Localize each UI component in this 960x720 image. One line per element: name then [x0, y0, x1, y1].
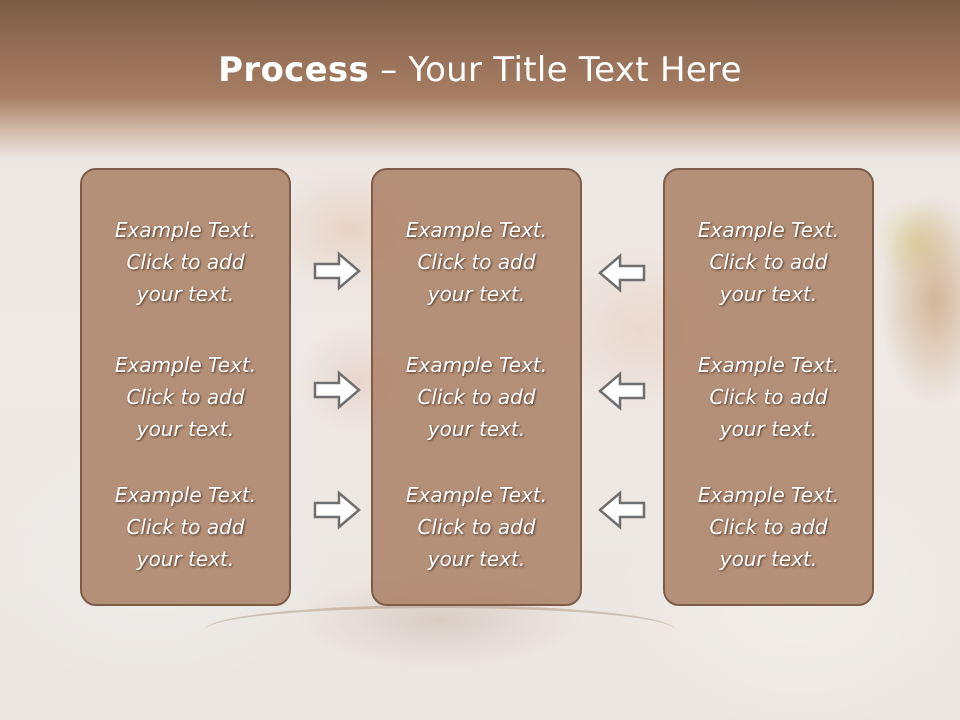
text-line: your text. [136, 417, 235, 441]
text-placeholder[interactable]: Example Text. Click to add your text. [82, 349, 289, 445]
title-bold: Process [218, 50, 370, 90]
process-panel-left[interactable]: Example Text. Click to add your text. Ex… [80, 168, 291, 606]
text-line: Click to add [417, 250, 536, 274]
text-line: Click to add [709, 250, 828, 274]
text-line: Example Text. [405, 353, 548, 377]
text-placeholder[interactable]: Example Text. Click to add your text. [373, 214, 580, 310]
text-line: your text. [136, 547, 235, 571]
title-rest: – Your Title Text Here [369, 50, 742, 90]
text-line: Example Text. [697, 483, 840, 507]
text-placeholder[interactable]: Example Text. Click to add your text. [82, 479, 289, 575]
slide-title[interactable]: Process – Your Title Text Here [0, 50, 960, 90]
text-line: Example Text. [405, 483, 548, 507]
text-line: Click to add [126, 385, 245, 409]
text-line: your text. [427, 547, 526, 571]
text-placeholder[interactable]: Example Text. Click to add your text. [82, 214, 289, 310]
text-line: your text. [136, 282, 235, 306]
text-placeholder[interactable]: Example Text. Click to add your text. [665, 479, 872, 575]
text-line: your text. [427, 417, 526, 441]
text-placeholder[interactable]: Example Text. Click to add your text. [373, 479, 580, 575]
text-line: Click to add [709, 515, 828, 539]
text-line: Click to add [417, 385, 536, 409]
text-line: Click to add [709, 385, 828, 409]
process-panel-right[interactable]: Example Text. Click to add your text. Ex… [663, 168, 874, 606]
arrow-left-icon [598, 253, 646, 293]
text-line: your text. [719, 282, 818, 306]
text-placeholder[interactable]: Example Text. Click to add your text. [373, 349, 580, 445]
text-line: Example Text. [114, 353, 257, 377]
text-line: Example Text. [697, 218, 840, 242]
arrow-right-icon [313, 251, 361, 291]
background-basket [205, 605, 675, 630]
process-panel-middle[interactable]: Example Text. Click to add your text. Ex… [371, 168, 582, 606]
arrow-right-icon [313, 370, 361, 410]
text-line: Example Text. [697, 353, 840, 377]
arrow-left-icon [598, 490, 646, 530]
text-line: Click to add [417, 515, 536, 539]
text-line: your text. [719, 417, 818, 441]
text-line: Example Text. [405, 218, 548, 242]
arrow-left-icon [598, 371, 646, 411]
text-line: Click to add [126, 515, 245, 539]
text-line: Example Text. [114, 483, 257, 507]
arrow-right-icon [313, 490, 361, 530]
text-placeholder[interactable]: Example Text. Click to add your text. [665, 214, 872, 310]
text-line: your text. [427, 282, 526, 306]
text-line: your text. [719, 547, 818, 571]
text-placeholder[interactable]: Example Text. Click to add your text. [665, 349, 872, 445]
title-bar: Process – Your Title Text Here [0, 0, 960, 160]
text-line: Example Text. [114, 218, 257, 242]
text-line: Click to add [126, 250, 245, 274]
